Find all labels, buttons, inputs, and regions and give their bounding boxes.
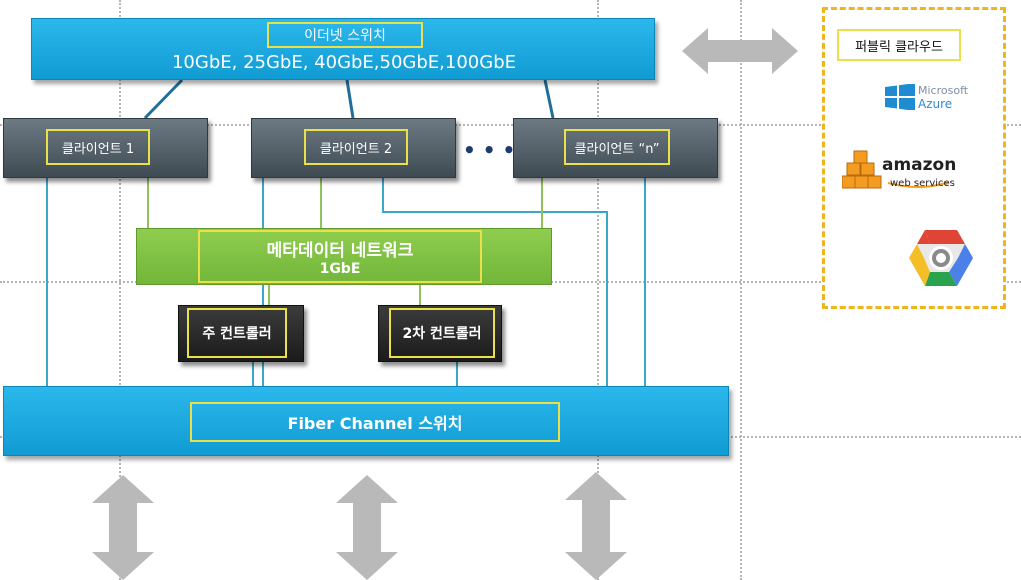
aws-cubes-icon [841, 150, 882, 194]
guide-line [0, 124, 1021, 126]
windows-icon [885, 83, 915, 111]
secondary-controller: 2차 컨트롤러 [378, 305, 502, 362]
aws-smile-icon [886, 174, 952, 193]
connector-line [456, 362, 458, 386]
ethernet-switch-title: 이더넷 스위치 [267, 22, 423, 48]
metadata-connector [147, 178, 149, 228]
connector-line [252, 362, 254, 386]
ethernet-switch: 이더넷 스위치 10GbE, 25GbE, 40GbE,50GbE,100GbE [31, 18, 655, 80]
metadata-connector [268, 285, 270, 305]
public-cloud-title: 퍼블릭 클라우드 [837, 29, 961, 61]
vertical-double-arrow-icon [565, 472, 627, 580]
ellipsis: • • • [463, 138, 516, 162]
fc-switch-title: Fiber Channel 스위치 [190, 402, 560, 442]
metadata-network: 메타데이터 네트워크 1GbE [136, 228, 552, 285]
connector-line [46, 178, 48, 386]
metadata-network-title: 메타데이터 네트워크 [266, 241, 414, 261]
guide-line [597, 0, 599, 580]
client-n-label: 클라이언트 “n” [564, 129, 670, 165]
metadata-connector [541, 178, 543, 228]
azure-logo: Microsoft Azure [885, 82, 995, 114]
metadata-network-label-box: 메타데이터 네트워크 1GbE [198, 230, 482, 283]
connector-line [382, 211, 608, 213]
connector-line [644, 178, 646, 386]
client-n: 클라이언트 “n” [513, 118, 718, 178]
aws-line2: web services [890, 178, 955, 189]
primary-controller: 주 컨트롤러 [178, 305, 304, 362]
metadata-network-speed: 1GbE [319, 261, 361, 277]
fc-switch: Fiber Channel 스위치 [3, 386, 729, 456]
ethernet-switch-speeds: 10GbE, 25GbE, 40GbE,50GbE,100GbE [171, 52, 517, 73]
connector-line [606, 211, 608, 386]
metadata-connector [320, 178, 322, 228]
google-cloud-icon [908, 228, 974, 292]
guide-line [119, 0, 121, 580]
guide-line [740, 0, 742, 580]
secondary-controller-label: 2차 컨트롤러 [389, 308, 495, 358]
azure-line1: Microsoft [918, 84, 969, 97]
vertical-double-arrow-icon [336, 475, 398, 580]
aws-line1: amazon [882, 155, 957, 175]
client-2-label: 클라이언트 2 [304, 129, 408, 165]
azure-line2: Azure [918, 97, 953, 111]
primary-controller-label: 주 컨트롤러 [187, 308, 287, 358]
client-2: 클라이언트 2 [251, 118, 456, 178]
public-cloud: 퍼블릭 클라우드 Microsoft Azure amazon [822, 7, 1006, 309]
metadata-connector [419, 285, 421, 305]
client-1: 클라이언트 1 [3, 118, 208, 178]
connector-line [382, 178, 384, 212]
vertical-double-arrow-icon [92, 475, 154, 580]
client-1-label: 클라이언트 1 [46, 129, 150, 165]
double-arrow-icon [682, 28, 798, 74]
aws-logo: amazon web services [841, 150, 992, 194]
